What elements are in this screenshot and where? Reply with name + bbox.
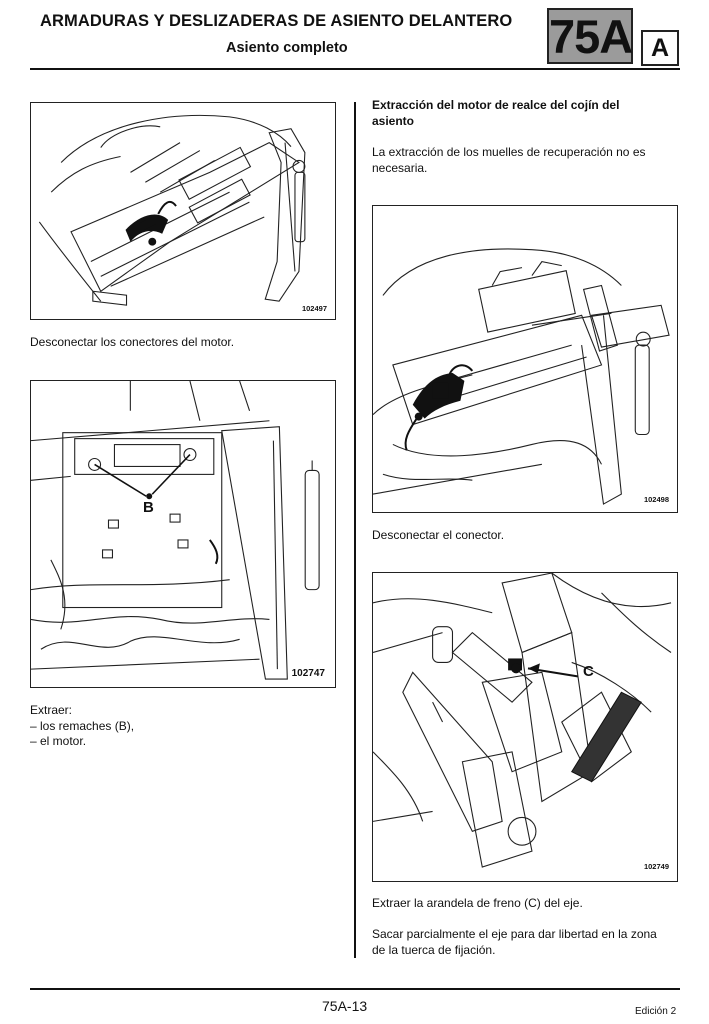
seat-frame-drawing-3 bbox=[373, 248, 670, 505]
figure-brake-washer-c: C 102749 bbox=[372, 572, 678, 882]
note-springs: La extracción de los muelles de recupera… bbox=[372, 145, 646, 176]
figure-number: 102498 bbox=[643, 495, 669, 504]
figure-number: 102497 bbox=[301, 304, 327, 313]
edition-label: Edición 2 bbox=[635, 1006, 677, 1017]
caption-axle-line-2: de la tuerca de fijación. bbox=[372, 942, 496, 957]
figure-number: 102747 bbox=[291, 668, 325, 679]
section-code-badge: 75A bbox=[547, 8, 633, 64]
column-divider bbox=[354, 102, 356, 958]
page-number: 75A-13 bbox=[322, 998, 368, 1014]
section-letter-box: A bbox=[641, 30, 679, 66]
callout-b: B bbox=[143, 499, 154, 516]
caption-remove-item-rivets: – los remaches (B), bbox=[30, 718, 135, 733]
caption-remove-brake-washer: Extraer la arandela de freno (C) del eje… bbox=[372, 896, 583, 910]
caption-axle-line-1: Sacar parcialmente el eje para dar liber… bbox=[372, 927, 657, 941]
section-heading: Extracción del motor de realce del cojín… bbox=[372, 98, 619, 129]
caption-partially-remove-axle: Sacar parcialmente el eje para dar liber… bbox=[372, 927, 657, 958]
figure-number: 102749 bbox=[643, 862, 669, 871]
note-springs-line-2: necesaria. bbox=[372, 160, 428, 175]
figure-rivets-b: B 102747 bbox=[30, 380, 336, 688]
caption-disconnect-motor: Desconectar los conectores del motor. bbox=[30, 335, 235, 349]
caption-remove-list: Extraer: – los remaches (B), – el motor. bbox=[30, 703, 134, 750]
figure-motor-connectors: 102497 bbox=[30, 102, 336, 320]
section-heading-line-2: asiento bbox=[372, 113, 415, 128]
caption-disconnect-connector: Desconectar el conector. bbox=[372, 528, 505, 542]
caption-remove-intro: Extraer: bbox=[30, 703, 73, 717]
section-heading-line-1: Extracción del motor de realce del cojín… bbox=[372, 98, 620, 112]
caption-remove-item-motor: – el motor. bbox=[30, 734, 87, 748]
seat-frame-drawing-4 bbox=[373, 573, 672, 868]
footer-rule bbox=[30, 988, 680, 990]
seat-frame-drawing-1 bbox=[38, 114, 306, 306]
header-rule bbox=[30, 68, 680, 70]
page-subtitle: Asiento completo bbox=[226, 40, 348, 56]
seat-frame-drawing-2 bbox=[31, 381, 320, 680]
page-title: ARMADURAS Y DESLIZADERAS DE ASIENTO DELA… bbox=[40, 12, 513, 30]
figure-connector: 102498 bbox=[372, 205, 678, 513]
note-springs-line-1: La extracción de los muelles de recupera… bbox=[372, 145, 646, 159]
callout-c: C bbox=[583, 663, 594, 680]
